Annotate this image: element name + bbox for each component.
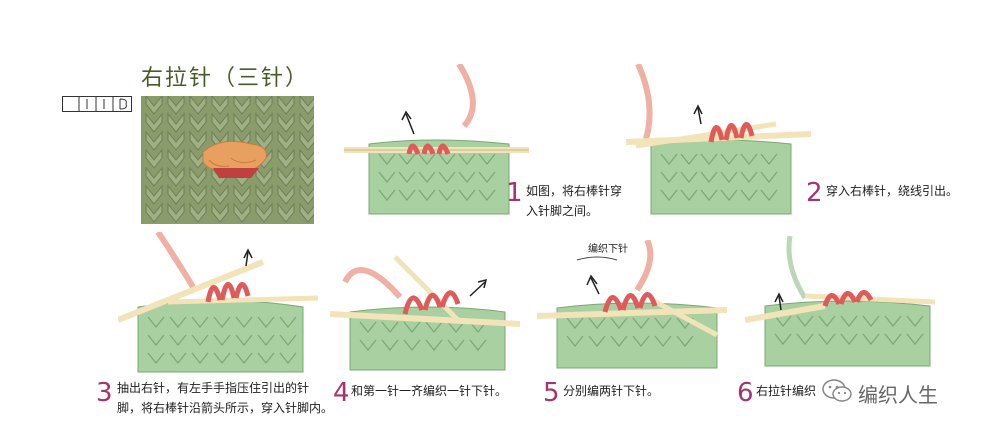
step-number: 4 (333, 378, 350, 408)
step2-illustration (626, 64, 816, 216)
step-caption: 右拉针编织 (756, 381, 816, 401)
step-caption: 如图，将右棒针穿 入针脚之间。 (526, 181, 622, 221)
step-number: 1 (506, 178, 523, 208)
step3-illustration (118, 232, 323, 380)
step6-illustration (745, 236, 940, 368)
step-number: 2 (806, 178, 823, 208)
step-caption: 穿入右棒针，绕线引出。 (826, 181, 958, 201)
step5-illustration (537, 240, 732, 370)
step-caption: 抽出右针，有左手手指压住引出的针 脚，将右棒针沿箭头所示，穿入针脚内。 (117, 378, 333, 418)
chart-symbol (62, 96, 132, 112)
step-number: 3 (96, 378, 113, 408)
step-number: 6 (737, 378, 754, 408)
step-caption: 分别编两针下针。 (563, 381, 659, 401)
annotation-label: 编织下针 (588, 244, 628, 256)
watermark-text: 编织人生 (858, 379, 938, 408)
step-number: 5 (543, 378, 560, 408)
wechat-icon (822, 378, 852, 404)
diagram-title: 右拉针（三针） (141, 60, 309, 92)
step-caption: 和第一针一齐编织一针下针。 (351, 381, 507, 401)
step4-illustration (330, 252, 525, 374)
knit-swatch-photo (141, 96, 314, 224)
